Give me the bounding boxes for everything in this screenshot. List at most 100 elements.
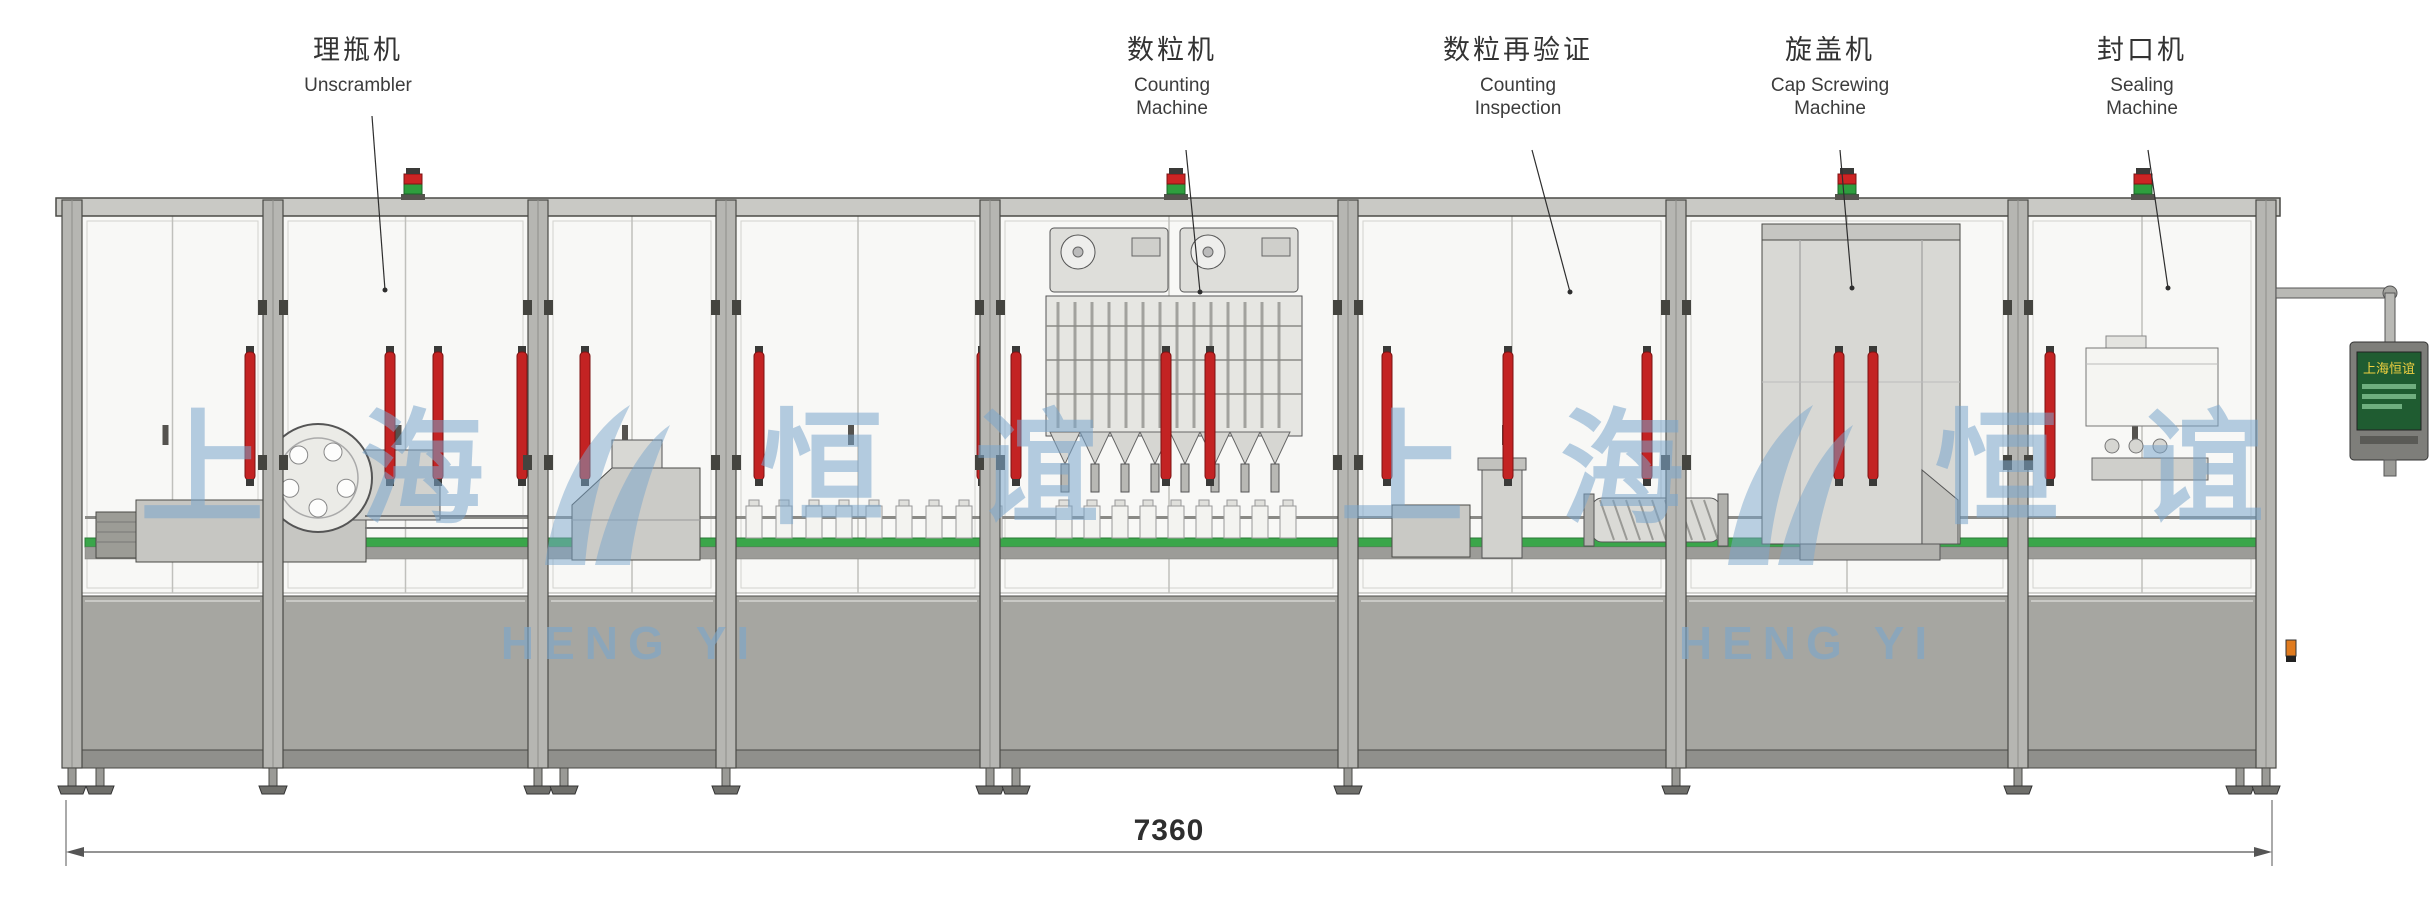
safety-light-curtain: [384, 351, 396, 481]
stack-light: [1835, 168, 1859, 200]
hinge-block: [975, 300, 984, 315]
leveling-foot: [258, 767, 288, 795]
light-curtain-cap: [518, 479, 526, 486]
label-zh-counting: 数粒机: [1127, 35, 1217, 65]
stack-light: [1164, 168, 1188, 200]
screw-feeder: [1583, 493, 1729, 547]
signal-stack-lights: [401, 168, 2155, 200]
light-curtain-cap: [1643, 346, 1651, 353]
hmi-panel: 上海恒谊: [2275, 285, 2429, 662]
label-en2-cap-screwing: Machine: [1794, 98, 1866, 120]
hinge-block: [711, 455, 720, 470]
leveling-foot: [2251, 767, 2281, 795]
safety-light-curtain: [1381, 351, 1393, 481]
bottle-cap: [1170, 499, 1182, 507]
funnel: [1229, 431, 1261, 466]
light-curtain-cap: [434, 346, 442, 353]
light-curtain-cap: [1869, 479, 1877, 486]
hinge-block: [1333, 300, 1342, 315]
light-curtain-cap: [386, 346, 394, 353]
safety-light-curtain: [1502, 351, 1514, 481]
bottles-on-conveyor: [745, 499, 1297, 539]
label-en2-inspection: Inspection: [1474, 98, 1562, 120]
hinge-block: [996, 455, 1005, 470]
hmi-arm: [2275, 287, 2389, 299]
disc-bottles: [280, 442, 356, 518]
callout-counting-machine: 数粒机 Counting Machine: [1072, 28, 1272, 120]
bottle: [1083, 505, 1101, 539]
label-en-sealing: Sealing: [2110, 75, 2174, 96]
bottle: [1055, 505, 1073, 539]
light-curtain-cap: [1504, 479, 1512, 486]
light-curtain-cap: [434, 479, 442, 486]
light-curtain-cap: [1206, 479, 1214, 486]
door-handle[interactable]: [395, 425, 402, 445]
safety-light-curtain: [1204, 351, 1216, 481]
light-curtain-cap: [246, 479, 254, 486]
bottle: [1223, 505, 1241, 539]
leveling-foot: [523, 767, 553, 795]
label-en-inspection: Counting: [1479, 75, 1557, 96]
bottle-cap: [808, 499, 820, 507]
door-handle[interactable]: [848, 425, 854, 445]
bottle: [865, 505, 883, 539]
label-zh-sealing: 封口机: [2097, 35, 2187, 65]
hinge-block: [544, 455, 553, 470]
label-en-unscrambler: Unscrambler: [304, 75, 412, 96]
dimension-arrow-left: [66, 847, 84, 857]
bottle-cap: [778, 499, 790, 507]
callout-counting-inspection: 数粒再验证 Counting Inspection: [1408, 28, 1628, 120]
safety-light-curtain: [1867, 351, 1879, 481]
hinge-block: [1333, 455, 1342, 470]
bottle-cap: [898, 499, 910, 507]
dimension-arrow-right: [2254, 847, 2272, 857]
door-handle[interactable]: [162, 425, 169, 445]
lower-panel: [81, 595, 264, 751]
callout-cap-screwing: 旋盖机 Cap Screwing Machine: [1720, 28, 1940, 120]
light-curtain-cap: [1504, 346, 1512, 353]
light-curtain-cap: [1162, 346, 1170, 353]
label-zh-unscrambler: 理瓶机: [313, 35, 403, 65]
door-handle[interactable]: [2132, 425, 2138, 445]
label-en2-counting: Machine: [1136, 98, 1208, 120]
bottle: [1111, 505, 1129, 539]
lower-panel: [2027, 595, 2257, 751]
hmi-screen[interactable]: [2356, 351, 2422, 431]
stack-light: [2131, 168, 2155, 200]
light-curtain-cap: [581, 479, 589, 486]
label-en-cap-screwing: Cap Screwing: [1770, 75, 1890, 96]
leveling-foot: [1661, 767, 1691, 795]
light-curtain-cap: [2046, 479, 2054, 486]
hinge-block: [2003, 455, 2012, 470]
sealing-machine: [2085, 335, 2219, 481]
hmi-button-row[interactable]: [2360, 436, 2418, 444]
hinge-block: [996, 300, 1005, 315]
hinge-block: [258, 300, 267, 315]
bottle: [775, 505, 793, 539]
lower-panels: [81, 595, 2257, 751]
hinge-block: [1354, 300, 1363, 315]
hinge-block: [1354, 455, 1363, 470]
nozzle: [1150, 463, 1160, 493]
lower-panel: [999, 595, 1339, 751]
counting-channels: [1046, 302, 1302, 428]
safety-light-curtain: [1010, 351, 1022, 481]
funnel: [1049, 431, 1081, 466]
bottle: [745, 505, 763, 539]
disc-bottle: [308, 498, 328, 518]
hinge-block: [732, 300, 741, 315]
callout-sealing: 封口机 Sealing Machine: [2032, 28, 2252, 120]
hinge-block: [1682, 300, 1691, 315]
bottle-cap: [1226, 499, 1238, 507]
bottle: [835, 505, 853, 539]
hinge-block: [1682, 455, 1691, 470]
bottle: [1167, 505, 1185, 539]
hinge-block: [1661, 455, 1670, 470]
hinge-block: [523, 455, 532, 470]
hinge-block: [2024, 455, 2033, 470]
bottle: [895, 505, 913, 539]
leveling-foot: [975, 767, 1005, 795]
hinge-block: [523, 300, 532, 315]
safety-light-curtain: [1160, 351, 1172, 481]
